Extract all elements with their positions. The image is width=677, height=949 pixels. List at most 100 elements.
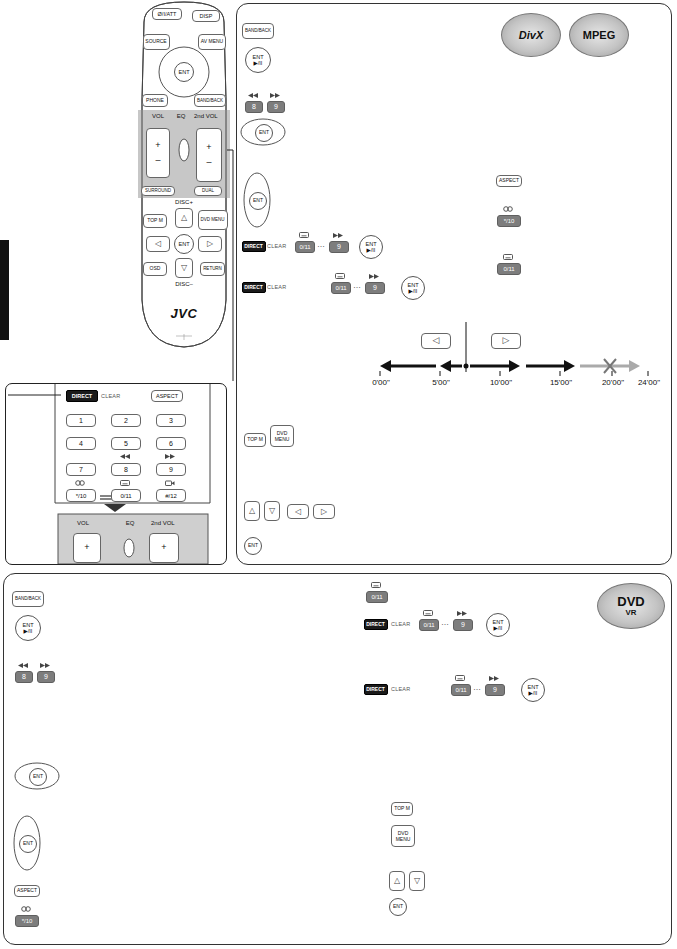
- button-label: +: [155, 141, 160, 151]
- button-label: 0/11: [371, 594, 382, 601]
- remote-button: ENT▶/II: [359, 235, 383, 259]
- button-face: 0/11: [299, 244, 310, 251]
- button-label: */10: [504, 218, 515, 225]
- button-label: TOP M: [147, 218, 163, 224]
- button-label: DIRECT: [244, 244, 263, 250]
- printed-label: …: [317, 241, 325, 250]
- remote-button: ENT: [244, 537, 262, 555]
- remote-button: ENT▶/II: [486, 613, 510, 637]
- button-face: 7: [79, 466, 83, 474]
- remote-button: BAND/BACK: [242, 23, 274, 39]
- remote-button: 2: [111, 414, 141, 427]
- illustration-part: [18, 663, 28, 668]
- remote-button: ▽: [264, 501, 280, 521]
- illustration-part: [121, 481, 130, 486]
- remote-button: 0/11: [366, 591, 388, 603]
- remote-button: */10: [497, 215, 521, 227]
- remote-button: BAND/BACK: [194, 94, 226, 107]
- button-face: RETURN: [203, 267, 222, 272]
- remote-button: △: [244, 501, 260, 521]
- printed-label: …: [353, 282, 361, 291]
- disc-logo: DivX: [501, 13, 561, 57]
- button-face: MPEG: [583, 29, 615, 41]
- illustration-part: [580, 365, 632, 368]
- button-face: OSD: [150, 266, 161, 272]
- illustration-part: [22, 907, 31, 912]
- remote-button: 3: [156, 414, 186, 427]
- printed-label: CLEAR: [101, 393, 120, 399]
- button-label: 2: [124, 417, 128, 425]
- remote-button: AV MENU: [198, 34, 226, 50]
- button-face: 2: [124, 417, 128, 425]
- button-label: DIRECT: [366, 622, 385, 628]
- leader-line: [8, 395, 61, 396]
- button-label: 8: [252, 103, 256, 111]
- button-label: TOP M: [247, 437, 263, 443]
- remote-button: 9: [453, 619, 473, 631]
- button-face: DIRECT: [244, 244, 263, 250]
- button-label: DivX: [519, 29, 543, 41]
- button-face: DVD MENU: [200, 218, 224, 223]
- button-label: */10: [22, 918, 33, 925]
- remote-button: +: [149, 533, 179, 563]
- button-face: 9: [337, 243, 341, 251]
- remote-button: 1: [66, 414, 96, 427]
- control-pad: [14, 816, 40, 870]
- button-label: BAND/BACK: [197, 98, 223, 103]
- button-label: ▽: [269, 507, 275, 516]
- button-label: ENT: [179, 241, 190, 247]
- button-label: 0/11: [455, 687, 466, 694]
- button-label: AV MENU: [201, 39, 223, 45]
- button-label: VR: [617, 609, 644, 618]
- button-face: */10: [76, 492, 87, 499]
- button-face: ASPECT: [17, 888, 37, 894]
- button-face: 1: [79, 417, 83, 425]
- remote-button: +–: [146, 128, 170, 178]
- button-face: DVDMENU: [275, 431, 290, 442]
- printed-label: EQ: [126, 520, 135, 527]
- remote-button: ▷: [313, 504, 335, 519]
- button-label: ◁: [295, 507, 301, 516]
- button-face: 0/11: [335, 285, 346, 292]
- remote-button: OSD: [143, 262, 167, 276]
- button-label: 9: [461, 621, 465, 629]
- control-pad: [244, 173, 270, 227]
- illustration-part: [380, 371, 648, 376]
- remote-closeup: [55, 384, 210, 503]
- button-label: ASPECT: [499, 178, 519, 184]
- illustration-part: [604, 359, 616, 373]
- button-label: ENT: [259, 130, 269, 136]
- remote-button: TOP M: [244, 433, 266, 447]
- button-label: OSD: [150, 266, 161, 272]
- remote-button: ◁: [146, 236, 170, 252]
- section-tab: [0, 240, 9, 340]
- button-label: DUAL: [202, 189, 214, 194]
- remote-button: 9: [37, 671, 55, 683]
- remote-button: TOP M: [143, 214, 167, 228]
- button-face: ▽: [414, 877, 420, 886]
- button-label: MENU: [275, 436, 290, 442]
- instruction-panel: CLEAR…CLEAR…BAND/BACKENT▶/II89ENTENTASPE…: [3, 573, 672, 945]
- button-face: ENT▶/II: [253, 54, 264, 66]
- button-label: ENT: [366, 241, 377, 247]
- button-label: △: [249, 507, 255, 516]
- button-label: MPEG: [583, 29, 615, 41]
- button-face: 9: [44, 673, 48, 681]
- remote-button: DVDMENU: [270, 425, 294, 447]
- remote-control: VOLEQ2nd VOLDISC+DISC–JVCØ/I/ATTDISPSOUR…: [140, 2, 228, 347]
- button-face: ▷: [207, 240, 213, 249]
- remote-button: ▷: [198, 236, 222, 252]
- button-face: #/12: [165, 492, 177, 499]
- illustration-part: [564, 360, 575, 372]
- remote-button: RETURN: [200, 262, 225, 276]
- remote-button: ENT▶/II: [521, 678, 545, 702]
- button-label: BAND/BACK: [15, 597, 41, 602]
- printed-label: 0'00": [372, 379, 390, 388]
- button-face: ▽: [269, 507, 275, 516]
- illustration-part: [440, 360, 451, 372]
- illustration-part: [504, 207, 513, 212]
- remote-button: BAND/BACK: [12, 591, 44, 607]
- remote-button: DIRECT: [242, 241, 266, 252]
- printed-label: 10'00": [490, 379, 512, 388]
